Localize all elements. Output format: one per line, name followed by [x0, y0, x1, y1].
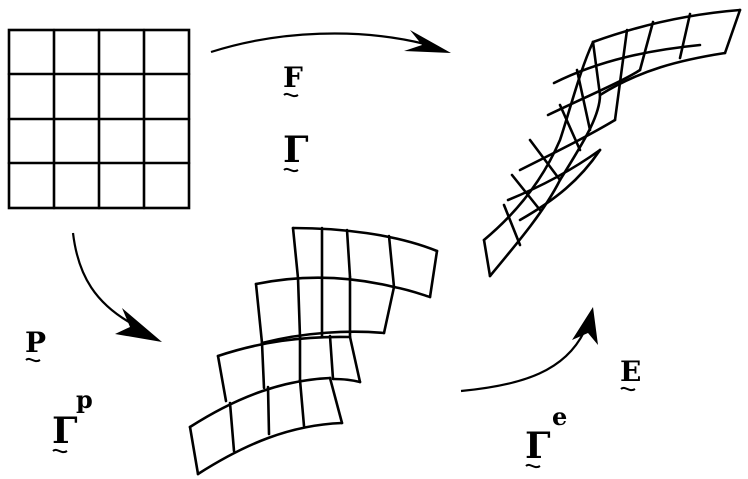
arrow-elastic-deformation: [460, 307, 598, 393]
label-Gamma-e-base: Γ: [525, 425, 551, 467]
label-P-text: P: [25, 326, 46, 359]
label-Gamma: Γ: [283, 129, 309, 173]
label-F: F: [283, 61, 303, 98]
plastic-grid: [188, 226, 439, 476]
label-Gamma-p-base: Γ: [52, 410, 78, 452]
label-F-text: F: [283, 61, 303, 94]
label-P: P: [25, 326, 46, 363]
label-E-text: E: [620, 355, 641, 388]
label-E: E: [620, 355, 641, 392]
label-Gamma-e-superscript: e: [552, 402, 567, 431]
label-Gamma-p-superscript: p: [76, 385, 93, 414]
arrow-total-deformation: [210, 30, 451, 54]
label-Gamma-text: Γ: [283, 129, 309, 171]
deformed-grid: [482, 8, 742, 278]
reference-grid: [7, 28, 191, 210]
arrow-plastic-deformation: [71, 232, 162, 342]
label-Gamma-e: Γ e: [525, 402, 567, 469]
label-Gamma-p: Γ p: [52, 385, 93, 454]
